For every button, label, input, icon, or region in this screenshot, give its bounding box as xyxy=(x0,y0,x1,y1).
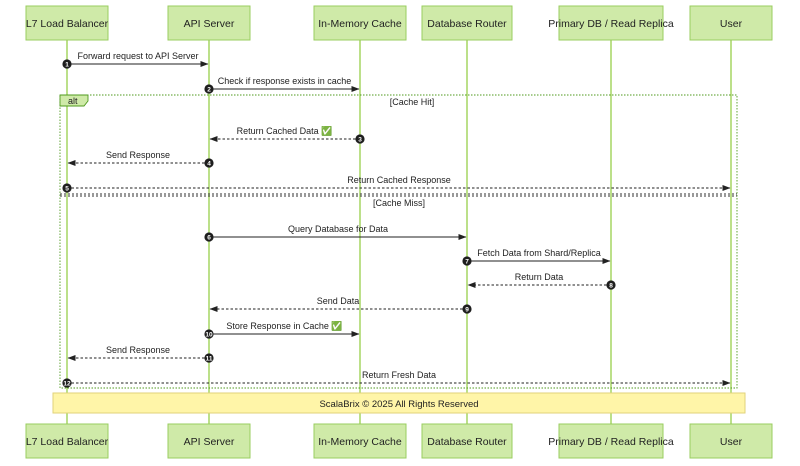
sequence-number-badge xyxy=(606,280,616,290)
sequence-number: 4 xyxy=(207,160,211,167)
message-label: Forward request to API Server xyxy=(77,51,198,61)
message-3: Return Cached Data ✅ 3 xyxy=(209,125,365,144)
sequence-number-badge xyxy=(62,378,72,388)
alt-keyword: alt xyxy=(68,96,78,106)
actor-cache-bottom: In-Memory Cache xyxy=(313,423,407,459)
message-1: Forward request to API Server 1 xyxy=(62,51,209,69)
sequence-number-badge xyxy=(462,256,472,266)
actor-db-top: Primary DB / Read Replica xyxy=(548,5,674,41)
sequence-number-badge xyxy=(62,59,72,69)
actor-user-top: User xyxy=(689,5,773,41)
actor-label: User xyxy=(720,436,743,448)
actor-db-bottom: Primary DB / Read Replica xyxy=(548,423,674,459)
message-label: Store Response in Cache ✅ xyxy=(226,320,342,331)
actor-label: Primary DB / Read Replica xyxy=(548,18,674,30)
sequence-number: 6 xyxy=(207,234,211,241)
sequence-number-badge xyxy=(355,134,365,144)
actor-label: Database Router xyxy=(427,18,507,30)
actor-box xyxy=(313,5,407,41)
actor-api-top: API Server xyxy=(167,5,251,41)
message-9: Send Data 9 xyxy=(209,296,472,314)
sequence-number-badge xyxy=(204,232,214,242)
sequence-number-badge xyxy=(204,353,214,363)
actor-label: L7 Load Balancer xyxy=(26,436,109,448)
message-11: Send Response 11 xyxy=(67,345,214,363)
sequence-number-badge xyxy=(204,158,214,168)
sequence-number-badge xyxy=(62,183,72,193)
actor-label: In-Memory Cache xyxy=(318,18,402,30)
message-12: Return Fresh Data 12 xyxy=(62,370,731,388)
guard-cache-hit: [Cache Hit] xyxy=(390,97,435,107)
actor-api-bottom: API Server xyxy=(167,423,251,459)
actor-box xyxy=(25,5,109,41)
note-box xyxy=(52,392,746,414)
sequence-number: 12 xyxy=(63,380,71,387)
sequence-number: 5 xyxy=(65,185,69,192)
message-label: Query Database for Data xyxy=(288,224,388,234)
actor-label: Primary DB / Read Replica xyxy=(548,436,674,448)
actor-box xyxy=(421,423,513,459)
actor-router-bottom: Database Router xyxy=(421,423,513,459)
actor-box xyxy=(689,423,773,459)
message-label: Send Response xyxy=(106,150,170,160)
sequence-number: 1 xyxy=(65,61,69,68)
actor-cache-top: In-Memory Cache xyxy=(313,5,407,41)
actor-label: In-Memory Cache xyxy=(318,436,402,448)
sequence-number: 9 xyxy=(465,306,469,313)
copyright-note: ScalaBrix © 2025 All Rights Reserved xyxy=(52,392,746,414)
actor-label: Database Router xyxy=(427,436,507,448)
actor-box xyxy=(421,5,513,41)
actor-box xyxy=(313,423,407,459)
sequence-number-badge xyxy=(204,329,214,339)
sequence-number: 8 xyxy=(609,282,613,289)
actor-box xyxy=(558,5,664,41)
message-label: Return Cached Data ✅ xyxy=(237,125,333,136)
alt-fragment: alt [Cache Hit] [Cache Miss] xyxy=(59,94,738,389)
message-5: Return Cached Response 5 xyxy=(62,175,731,193)
sequence-number-badge xyxy=(204,84,214,94)
message-label: Return Fresh Data xyxy=(362,370,436,380)
note-text: ScalaBrix © 2025 All Rights Reserved xyxy=(319,399,478,410)
actor-router-top: Database Router xyxy=(421,5,513,41)
message-label: Send Response xyxy=(106,345,170,355)
actor-user-bottom: User xyxy=(689,423,773,459)
message-label: Send Data xyxy=(317,296,360,306)
sequence-number: 7 xyxy=(465,258,469,265)
alt-fragment-tab xyxy=(59,94,89,107)
message-2: Check if response exists in cache 2 xyxy=(204,76,360,94)
message-4: Send Response 4 xyxy=(67,150,214,168)
actor-label: API Server xyxy=(184,18,235,30)
message-7: Fetch Data from Shard/Replica 7 xyxy=(462,248,611,266)
alt-fragment-frame xyxy=(59,94,738,389)
actor-box xyxy=(167,423,251,459)
actor-lb-top: L7 Load Balancer xyxy=(25,5,109,41)
message-label: Return Cached Response xyxy=(347,175,451,185)
sequence-number: 11 xyxy=(206,355,213,362)
actor-box xyxy=(25,423,109,459)
guard-cache-miss: [Cache Miss] xyxy=(373,198,425,208)
message-label: Return Data xyxy=(515,272,564,282)
message-6: Query Database for Data 6 xyxy=(204,224,467,242)
actor-box xyxy=(167,5,251,41)
message-10: Store Response in Cache ✅ 10 xyxy=(204,320,360,339)
message-8: Return Data 8 xyxy=(467,272,616,290)
message-label: Check if response exists in cache xyxy=(218,76,352,86)
actor-lb-bottom: L7 Load Balancer xyxy=(25,423,109,459)
sequence-number-badge xyxy=(462,304,472,314)
actor-label: API Server xyxy=(184,436,235,448)
message-label: Fetch Data from Shard/Replica xyxy=(477,248,601,258)
actor-label: User xyxy=(720,18,743,30)
sequence-number: 2 xyxy=(207,86,211,93)
actor-box xyxy=(689,5,773,41)
actor-box xyxy=(558,423,664,459)
sequence-number: 10 xyxy=(205,331,213,338)
actor-label: L7 Load Balancer xyxy=(26,18,109,30)
sequence-number: 3 xyxy=(358,136,362,143)
